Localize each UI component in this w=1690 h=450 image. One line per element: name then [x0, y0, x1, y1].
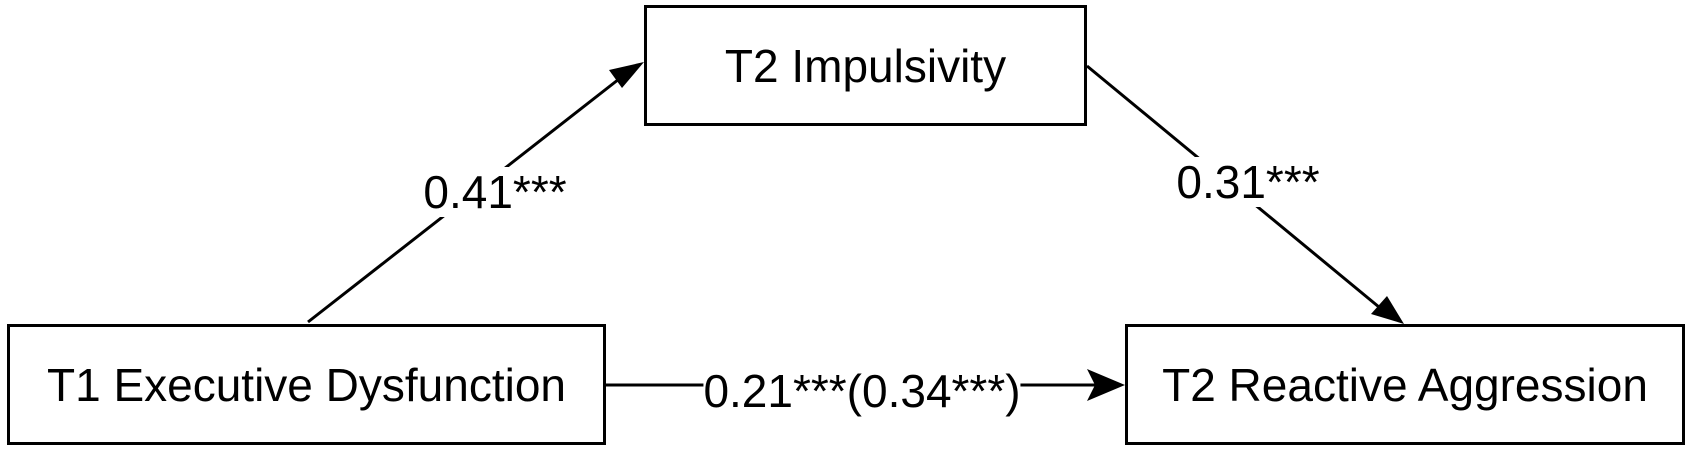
- node-outcome-label: T2 Reactive Aggression: [1162, 358, 1648, 411]
- node-predictor-label: T1 Executive Dysfunction: [46, 358, 566, 411]
- arrowhead-b: [1371, 296, 1404, 324]
- node-mediator: T2 Impulsivity: [644, 5, 1087, 126]
- node-outcome: T2 Reactive Aggression: [1125, 324, 1685, 445]
- coefficient-a: 0.41***: [423, 166, 567, 218]
- arrowhead-a: [609, 62, 644, 88]
- coefficient-c: 0.21***(0.34***): [703, 365, 1021, 417]
- coefficient-b: 0.31***: [1176, 156, 1320, 208]
- node-predictor: T1 Executive Dysfunction: [7, 324, 606, 445]
- node-mediator-label: T2 Impulsivity: [724, 39, 1007, 92]
- arrowhead-c: [1087, 369, 1125, 401]
